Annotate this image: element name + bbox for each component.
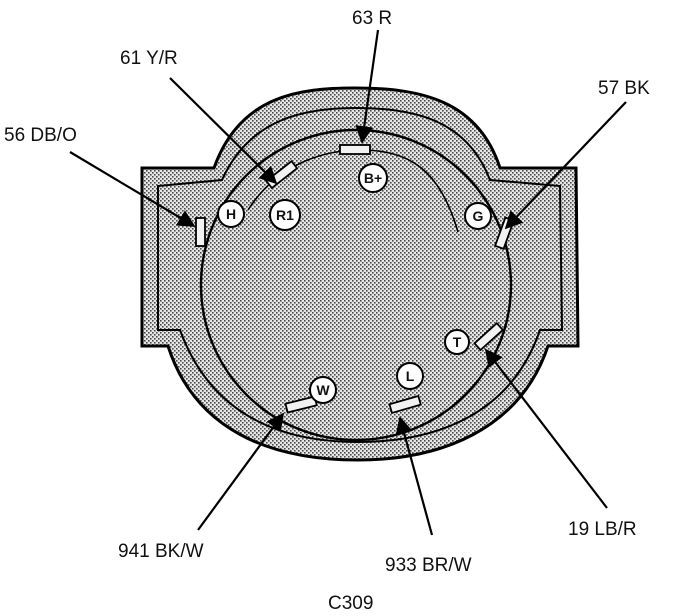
circuit-label-933-br-w: 933 BR/W — [385, 555, 472, 576]
leader-57-bk — [504, 101, 627, 230]
leader-lines — [69, 29, 627, 536]
pin-label-t: T — [453, 334, 462, 350]
circuit-label-56-db-o: 56 DB/O — [4, 125, 77, 146]
blade-l — [388, 394, 422, 415]
leader-61-y-r — [169, 77, 278, 185]
pin-markers: B+ R1 H G T W L — [217, 163, 492, 404]
terminal-blades — [195, 144, 515, 415]
leader-56-db-o — [69, 151, 196, 227]
circuit-label-19-lb-r: 19 LB/R — [568, 519, 637, 540]
pin-label-w: W — [316, 382, 330, 398]
blade-b-plus — [339, 144, 371, 155]
pin-label-h: H — [226, 206, 236, 222]
leader-941-bk-w — [197, 412, 285, 531]
blade-t — [473, 321, 505, 352]
circuit-label-63-r: 63 R — [352, 8, 392, 29]
pin-label-g: G — [473, 208, 484, 224]
connector-name: C309 — [328, 593, 373, 614]
connector-face — [199, 128, 513, 442]
pin-label-r1: R1 — [276, 207, 294, 223]
circuit-label-941-bk-w: 941 BK/W — [118, 541, 204, 562]
leader-19-lb-r — [484, 348, 608, 509]
pin-label-l: L — [406, 368, 415, 384]
pin-label-b-plus: B+ — [364, 170, 382, 186]
leader-63-r — [355, 29, 380, 144]
leader-933-br-w — [395, 416, 434, 536]
housing-inner-outline — [157, 106, 564, 444]
blade-h — [195, 217, 206, 247]
circuit-label-57-bk: 57 BK — [598, 78, 650, 99]
circuit-label-61-y-r: 61 Y/R — [120, 48, 178, 69]
